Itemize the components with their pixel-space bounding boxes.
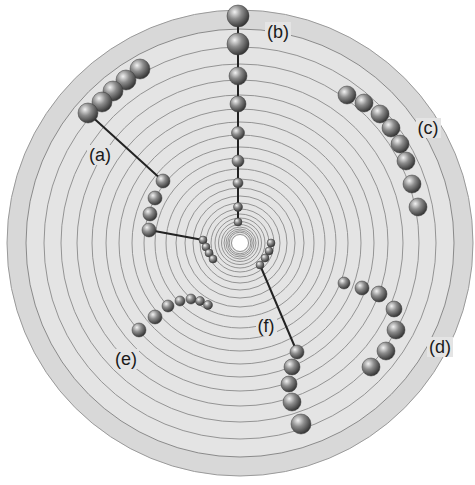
callout-label: (e): [113, 349, 139, 369]
callout-label: (d): [427, 337, 453, 357]
callout-label: (f): [256, 316, 277, 336]
callout-label: (c): [416, 118, 441, 138]
callout-label: (a): [87, 145, 113, 165]
callout-label: (b): [265, 22, 291, 42]
